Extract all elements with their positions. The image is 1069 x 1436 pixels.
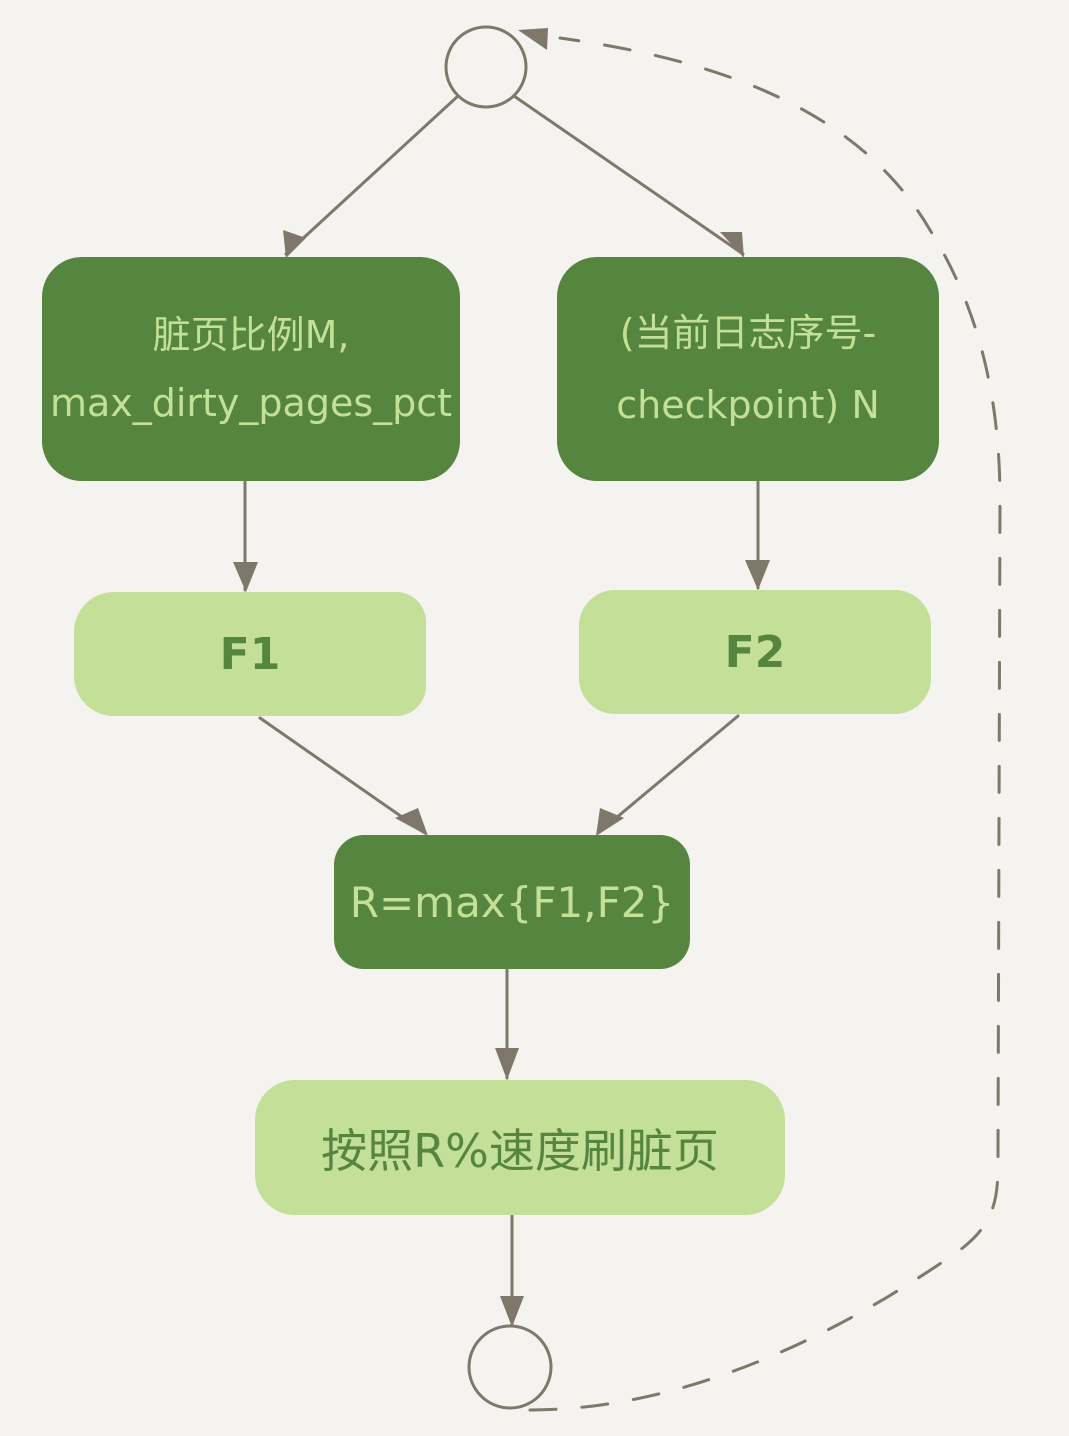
node-dirty-ratio: 脏页比例M, max_dirty_pages_pct: [42, 257, 460, 481]
arrowhead-icon: [283, 230, 306, 258]
node-lsn-diff-line-1: (当前日志序号-: [619, 311, 877, 355]
arrowhead-icon: [596, 808, 624, 836]
edge-start-to-lsn-diff: [512, 94, 745, 256]
end-node-circle: [467, 1324, 553, 1410]
arrowhead-icon: [720, 232, 744, 258]
edge-f1-to-r-max: [258, 716, 427, 835]
arrowhead-icon: [518, 28, 548, 50]
arrowhead-icon: [500, 1296, 524, 1327]
node-f1: F1: [74, 592, 426, 716]
arrowhead-icon: [233, 562, 258, 592]
node-f1-label: F1: [219, 628, 281, 680]
start-node-circle: [444, 25, 528, 109]
node-r-max: R=max{F1,F2}: [334, 835, 690, 969]
edge-loop-back-dashed: [528, 36, 1002, 1412]
edge-start-to-dirty-ratio: [284, 94, 460, 256]
arrowhead-icon: [395, 808, 428, 836]
node-lsn-diff: (当前日志序号- checkpoint) N: [557, 257, 939, 481]
edge-f2-to-r-max: [596, 714, 740, 835]
arrowhead-icon: [745, 560, 770, 590]
node-dirty-ratio-line-1: 脏页比例M,: [152, 313, 350, 357]
node-flush-rate: 按照R%速度刷脏页: [255, 1080, 785, 1215]
node-f2: F2: [579, 590, 931, 714]
node-dirty-ratio-line-2: max_dirty_pages_pct: [49, 381, 453, 425]
node-r-max-label: R=max{F1,F2}: [349, 877, 675, 927]
node-f2-label: F2: [724, 626, 786, 678]
arrowhead-icon: [495, 1048, 519, 1080]
node-lsn-diff-line-2: checkpoint) N: [616, 383, 880, 427]
node-flush-rate-label: 按照R%速度刷脏页: [321, 1123, 719, 1178]
